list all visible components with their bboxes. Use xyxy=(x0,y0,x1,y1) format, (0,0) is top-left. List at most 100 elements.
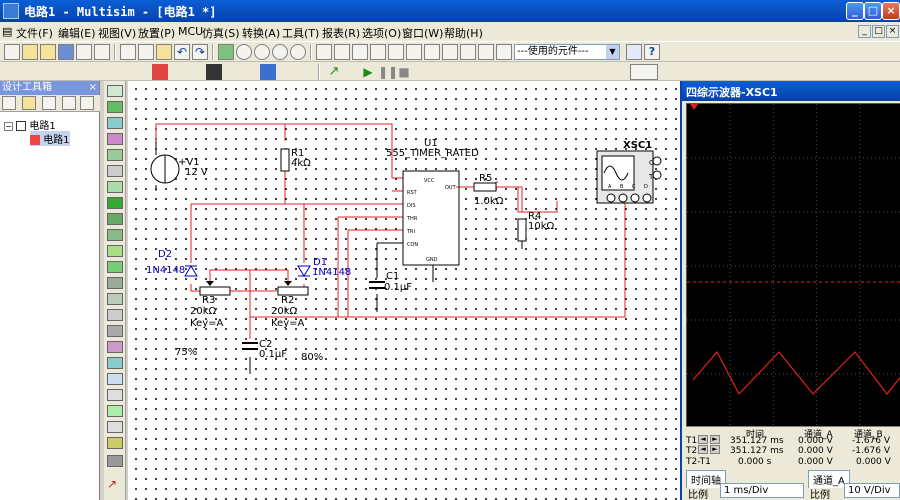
xsc1-terminal-a[interactable] xyxy=(606,193,616,203)
fullscreen-icon[interactable] xyxy=(218,44,234,60)
menu-edit[interactable]: 编辑(E) xyxy=(58,27,96,40)
xsc1-oscilloscope[interactable] xyxy=(596,150,662,204)
d2-diode[interactable] xyxy=(184,265,198,277)
database-manager-icon[interactable] xyxy=(352,44,368,60)
elvis-instrument-icon[interactable] xyxy=(107,421,123,433)
current-probe-icon[interactable] xyxy=(107,405,123,417)
step-out-icon[interactable] xyxy=(468,64,484,80)
place-misc-icon[interactable] xyxy=(206,64,222,80)
zoom-out-icon[interactable] xyxy=(254,44,270,60)
frequency-counter-icon[interactable] xyxy=(107,181,123,193)
schematic-canvas[interactable]: +V1 12 V R1 4kΩ U1 555_TIMER_RATED VCC R… xyxy=(128,81,680,500)
minimize-button[interactable]: _ xyxy=(846,2,864,20)
place-misc-digital-icon[interactable] xyxy=(134,64,150,80)
place-bus-icon[interactable] xyxy=(296,64,312,80)
mdi-restore-button[interactable]: □ xyxy=(872,25,885,38)
zoom-in-icon[interactable] xyxy=(236,44,252,60)
menu-tools[interactable]: 工具(T) xyxy=(282,27,320,40)
show-hide-icon[interactable] xyxy=(62,96,76,110)
menu-transfer[interactable]: 转换(A) xyxy=(242,27,281,40)
step-into-icon[interactable] xyxy=(432,64,448,80)
oscilloscope-screen[interactable] xyxy=(686,103,900,428)
xsc1-terminal-c[interactable] xyxy=(630,193,640,203)
back-annotate-icon[interactable] xyxy=(478,44,494,60)
t2-right-arrow-icon[interactable]: ► xyxy=(710,445,720,454)
transfer-to-ultiboard-icon[interactable] xyxy=(460,44,476,60)
place-mcu-icon[interactable] xyxy=(260,64,276,80)
run-to-cursor-icon[interactable] xyxy=(486,64,502,80)
measurement-probe-icon[interactable] xyxy=(107,373,123,385)
open-folder-icon[interactable] xyxy=(22,44,38,60)
menu-place[interactable]: 放置(P) xyxy=(138,27,176,40)
cut-icon[interactable] xyxy=(120,44,136,60)
r3-potentiometer[interactable] xyxy=(199,286,231,296)
menu-icon[interactable]: ▤ xyxy=(2,25,13,38)
menu-simulate[interactable]: 仿真(S) xyxy=(202,27,240,40)
logic-analyzer-icon[interactable] xyxy=(107,213,123,225)
zoom-fit-icon[interactable] xyxy=(290,44,306,60)
toggle-breakpoint-icon[interactable] xyxy=(504,64,520,80)
wire-pot-wipers[interactable] xyxy=(209,269,289,283)
pause-simulation-icon[interactable]: ❚❚ xyxy=(378,65,399,79)
place-ttl-icon[interactable] xyxy=(98,64,114,80)
save-icon[interactable] xyxy=(58,44,74,60)
labview-instrument-icon[interactable] xyxy=(107,389,123,401)
instrument-extra-icon[interactable] xyxy=(107,455,123,467)
place-indicator-icon[interactable] xyxy=(170,64,186,80)
education-web-icon[interactable] xyxy=(626,44,642,60)
xsc1-terminal-g[interactable] xyxy=(652,156,662,166)
menu-mcu[interactable]: MCU xyxy=(178,25,204,38)
oscilloscope-icon[interactable] xyxy=(107,133,123,145)
copy-icon[interactable] xyxy=(138,44,154,60)
place-rf-icon[interactable] xyxy=(224,64,240,80)
place-mixed-icon[interactable] xyxy=(152,64,168,80)
xsc1-terminal-t[interactable] xyxy=(652,170,662,180)
wattmeter-icon[interactable] xyxy=(107,117,123,129)
paste-icon[interactable] xyxy=(156,44,172,60)
place-source-icon[interactable] xyxy=(8,64,24,80)
agilent-oscilloscope-icon[interactable] xyxy=(107,341,123,353)
r4-resistor[interactable] xyxy=(517,218,527,242)
menu-help[interactable]: 帮助(H) xyxy=(444,27,483,40)
r2-potentiometer[interactable] xyxy=(277,286,309,296)
grapher-icon[interactable] xyxy=(388,44,404,60)
function-generator-icon[interactable] xyxy=(107,101,123,113)
maximize-button[interactable]: □ xyxy=(864,2,882,20)
cursor-t1-icon[interactable] xyxy=(690,104,698,110)
help-icon[interactable]: ? xyxy=(644,44,660,60)
channel-scale-field[interactable]: 10 V/Div xyxy=(844,483,900,498)
open-sample-icon[interactable] xyxy=(40,44,56,60)
four-channel-oscilloscope-icon[interactable] xyxy=(107,149,123,161)
iv-analyzer-icon[interactable] xyxy=(107,245,123,257)
step-icon[interactable] xyxy=(414,64,430,80)
xsc1-terminal-b[interactable] xyxy=(618,193,628,203)
region-select-icon[interactable] xyxy=(442,44,458,60)
t1-left-arrow-icon[interactable]: ◄ xyxy=(698,435,708,444)
forward-annotate-icon[interactable] xyxy=(496,44,512,60)
erc-icon[interactable] xyxy=(424,44,440,60)
wire-channel-a-gnd[interactable] xyxy=(250,201,626,318)
word-generator-icon[interactable] xyxy=(107,197,123,209)
menu-options[interactable]: 选项(O) xyxy=(362,27,402,40)
zoom-area-icon[interactable] xyxy=(272,44,288,60)
t1-right-arrow-icon[interactable]: ► xyxy=(710,435,720,444)
u1-555-timer[interactable] xyxy=(402,170,460,266)
logic-converter-icon[interactable] xyxy=(107,229,123,241)
place-power-icon[interactable] xyxy=(188,64,204,80)
wire-tool-icon[interactable]: ↗ xyxy=(107,477,118,491)
bode-plotter-icon[interactable] xyxy=(107,165,123,177)
menu-view[interactable]: 视图(V) xyxy=(98,27,137,40)
spectrum-analyzer-icon[interactable] xyxy=(107,277,123,289)
delete-sheet-icon[interactable] xyxy=(80,96,94,110)
create-component-icon[interactable] xyxy=(370,44,386,60)
hierarchical-block-icon[interactable] xyxy=(278,64,294,80)
mdi-minimize-button[interactable]: _ xyxy=(858,25,871,38)
menu-window[interactable]: 窗口(W) xyxy=(402,27,444,40)
collapse-icon[interactable]: − xyxy=(4,121,13,131)
redo-icon[interactable]: ↷ xyxy=(192,44,208,60)
r1-resistor[interactable] xyxy=(280,148,290,172)
wire-d2-r3[interactable] xyxy=(190,284,200,292)
run-simulation-icon[interactable]: ▶ xyxy=(363,65,373,79)
place-transistor-icon[interactable] xyxy=(62,64,78,80)
mdi-close-button[interactable]: × xyxy=(886,25,899,38)
